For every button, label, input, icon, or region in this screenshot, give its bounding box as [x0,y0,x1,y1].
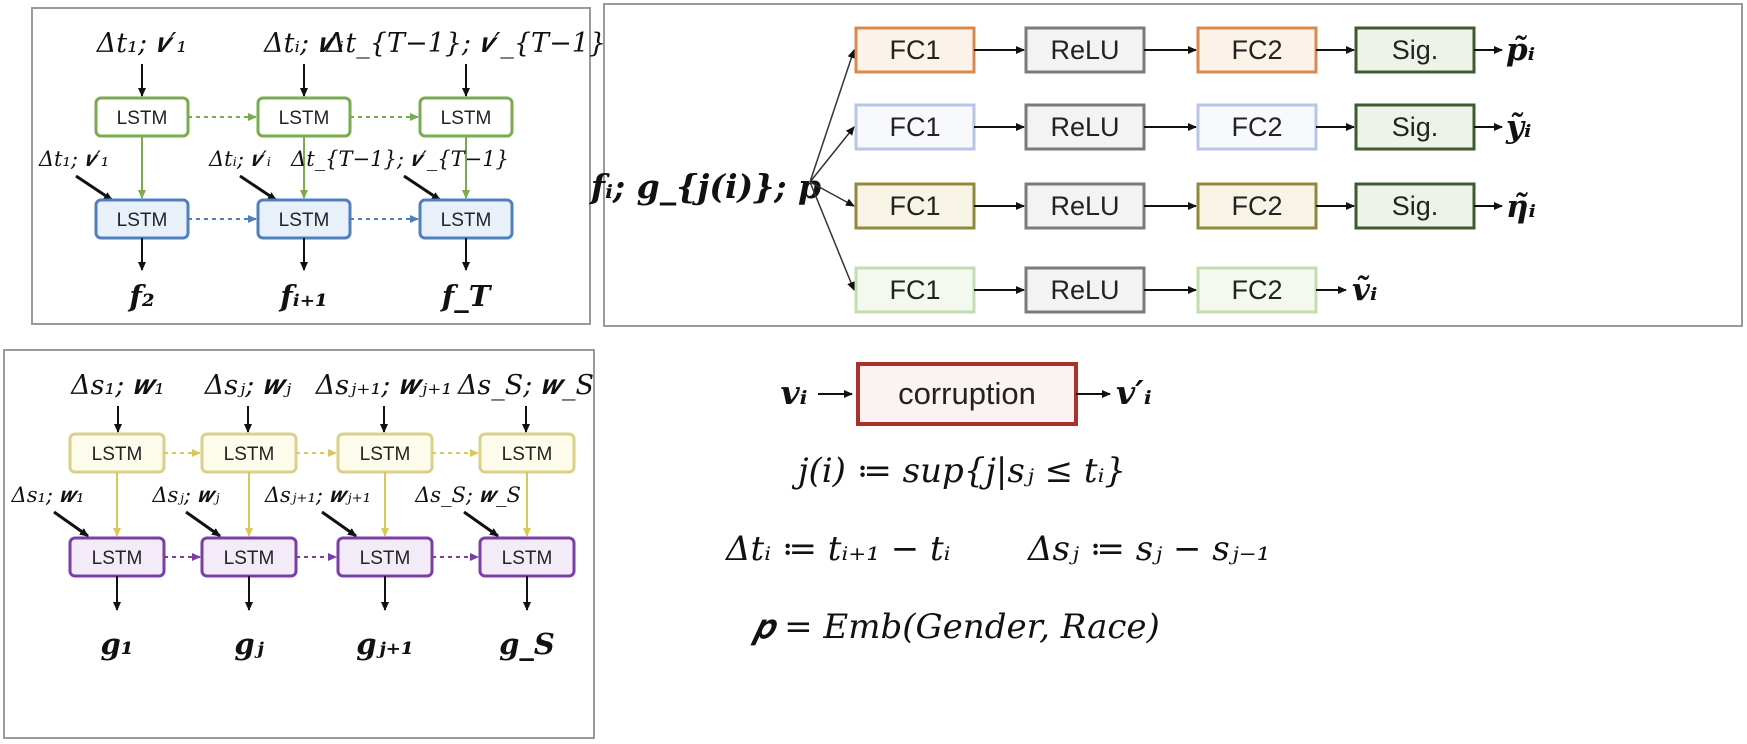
bl-diag-arrow-1 [53,510,89,538]
tl-output-1: 𝒇₂ [127,279,154,313]
tl-input-2: Δtᵢ; 𝒗′ᵢ [263,28,344,59]
row2-output: 𝒚̃ᵢ [1505,109,1531,145]
row1-sig-label: Sig. [1392,35,1439,65]
bl-input-1: Δs₁; 𝒘₁ [70,370,165,401]
row2-sig-box [1354,103,1476,151]
tl-lstm-top-1-label: LSTM [117,108,168,129]
bl-output-3: 𝒈ⱼ₊₁ [356,627,413,661]
equation-delta-t: Δtᵢ ≔ tᵢ₊₁ − tᵢ [724,529,951,569]
corruption-box [856,362,1078,426]
bl-input-2: Δsⱼ; 𝒘ⱼ [204,370,292,401]
bl-output-2: 𝒈ⱼ [234,627,264,661]
row3-output: 𝜼̃ᵢ [1506,189,1536,225]
corruption-input: 𝒗ᵢ [780,373,807,412]
row4-relu-label: ReLU [1050,275,1119,305]
equation-j-of-i: j(i) ≔ sup{j|sⱼ ≤ tᵢ} [791,451,1126,491]
bl-lstm-top-4-label: LSTM [502,444,553,465]
bl-diag-arrow-3 [321,510,357,538]
bl-output-1: 𝒈₁ [101,627,134,661]
right-input-label: 𝒇ᵢ; 𝒈_{j(i)}; 𝒑 [589,167,821,206]
tl-lstm-bottom-1-label: LSTM [117,210,168,231]
equation-p-emb: 𝒑 = Emb(Gender, Race) [750,607,1160,647]
bl-side-input-4: Δs_S; 𝒘_S [414,483,521,507]
fanout-arrow-1 [809,49,856,183]
bl-input-4: Δs_S; 𝒘_S [457,370,594,401]
right-frame [603,3,1743,327]
row4-output: 𝒗̃ᵢ [1352,272,1377,308]
bl-input-3: Δsⱼ₊₁; 𝒘ⱼ₊₁ [315,370,453,401]
tl-lstm-top-3-label: LSTM [441,108,492,129]
row1-output: 𝒑̃ᵢ [1506,32,1535,68]
tl-diag-arrow-2 [239,174,277,202]
tl-input-3: Δt_{T−1}; 𝒗′_{T−1} [325,28,606,59]
row3-fc1-label: FC1 [889,191,940,221]
row3-relu-label: ReLU [1050,191,1119,221]
bl-lstm-bottom-4-label: LSTM [502,548,553,569]
row1-relu-label: ReLU [1050,35,1119,65]
row2-relu-box [1024,103,1146,151]
tl-output-2: 𝒇ᵢ₊₁ [278,279,327,313]
fanout-arrow-3 [809,181,855,207]
tl-side-input-1: Δt₁; 𝒗′₁ [38,147,109,171]
tl-lstm-bottom-3-label: LSTM [441,210,492,231]
right-panel: 𝒇ᵢ; 𝒈_{j(i)}; 𝒑 FC1 ReLU FC2 Sig. 𝒑̃ᵢ FC… [589,3,1743,327]
bl-output-4: 𝒈_S [499,627,555,661]
bl-lstm-bottom-2-label: LSTM [224,548,275,569]
top-left-frame [31,7,591,325]
top-left-panel: Δt₁; 𝒗′₁ Δtᵢ; 𝒗′ᵢ Δt_{T−1}; 𝒗′_{T−1} LST… [31,7,606,325]
tl-lstm-bottom-2-label: LSTM [279,210,330,231]
bl-side-input-2: Δsⱼ; 𝒘ⱼ [151,483,220,507]
bl-lstm-bottom-1-label: LSTM [92,548,143,569]
mlp-row-2: FC1 ReLU FC2 Sig. 𝒚̃ᵢ [854,103,1531,151]
tl-input-1: Δt₁; 𝒗′₁ [96,28,187,59]
bl-lstm-top-3-label: LSTM [360,444,411,465]
fanout-arrow-2 [809,126,855,183]
tl-side-input-2: Δtᵢ; 𝒗′ᵢ [208,147,271,171]
row2-fc2-box [1196,103,1318,151]
mlp-row-1: FC1 ReLU FC2 Sig. 𝒑̃ᵢ [854,26,1535,74]
bl-diag-arrow-2 [185,510,221,538]
row3-fc1-box [854,182,976,230]
row4-fc2-label: FC2 [1231,275,1282,305]
bl-diag-arrow-4 [463,510,499,538]
row2-fc2-label: FC2 [1231,112,1282,142]
corruption-label: corruption [898,376,1036,411]
fanout-arrow-4 [809,181,855,291]
bl-lstm-top-2-label: LSTM [224,444,275,465]
equations: j(i) ≔ sup{j|sⱼ ≤ tᵢ} Δtᵢ ≔ tᵢ₊₁ − tᵢ Δs… [724,451,1270,647]
row2-fc1-label: FC1 [889,112,940,142]
tl-output-3: 𝒇_T [440,279,493,313]
bl-lstm-bottom-3-label: LSTM [360,548,411,569]
tl-side-input-3: Δt_{T−1}; 𝒗′_{T−1} [290,147,509,171]
row1-sig-box [1354,26,1476,74]
tl-lstm-top-2-label: LSTM [279,108,330,129]
equation-delta-s: Δsⱼ ≔ sⱼ − sⱼ₋₁ [1026,529,1270,569]
row1-fc2-label: FC2 [1231,35,1282,65]
mlp-row-4: FC1 ReLU FC2 𝒗̃ᵢ [854,266,1377,314]
row3-sig-label: Sig. [1392,191,1439,221]
bl-side-input-1: Δs₁; 𝒘₁ [11,483,85,507]
corruption-block: 𝒗ᵢ corruption 𝒗′ᵢ [780,362,1152,426]
row1-fc1-label: FC1 [889,35,940,65]
row3-relu-box [1024,182,1146,230]
corruption-output: 𝒗′ᵢ [1116,373,1152,412]
row2-sig-label: Sig. [1392,112,1439,142]
bl-side-input-3: Δsⱼ₊₁; 𝒘ⱼ₊₁ [264,483,371,507]
row4-fc1-label: FC1 [889,275,940,305]
bottom-left-panel: Δs₁; 𝒘₁ Δsⱼ; 𝒘ⱼ Δsⱼ₊₁; 𝒘ⱼ₊₁ Δs_S; 𝒘_S LS… [3,349,595,739]
tl-diag-arrow-3 [403,174,441,202]
tl-diag-arrow-1 [75,174,113,202]
row1-relu-box [1024,26,1146,74]
row3-fc2-label: FC2 [1231,191,1282,221]
bottom-left-frame [3,349,595,739]
mlp-row-3: FC1 ReLU FC2 Sig. 𝜼̃ᵢ [854,182,1536,230]
bl-lstm-top-1-label: LSTM [92,444,143,465]
row2-relu-label: ReLU [1050,112,1119,142]
row4-fc2-box [1196,266,1318,314]
